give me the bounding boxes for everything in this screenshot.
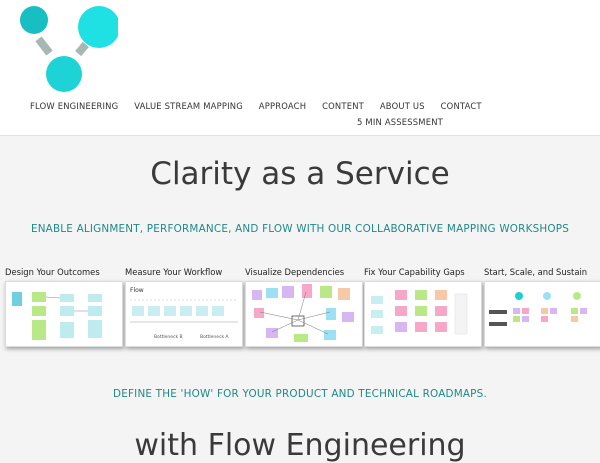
card-label: Measure Your Workflow: [125, 267, 223, 277]
card-thumbnail[interactable]: [245, 281, 363, 347]
site-header: FLOW ENGINEERING VALUE STREAM MAPPING AP…: [0, 0, 600, 136]
nav-item-approach[interactable]: APPROACH: [258, 101, 307, 111]
nav-item-assessment[interactable]: 5 MIN ASSESSMENT: [357, 117, 443, 127]
hero-tagline: ENABLE ALIGNMENT, PERFORMANCE, AND FLOW …: [30, 223, 570, 235]
page-title: Clarity as a Service: [150, 156, 450, 192]
card-label: Start, Scale, and Sustain: [484, 267, 588, 277]
card-thumbnail[interactable]: [5, 281, 123, 347]
card-label: Visualize Dependencies: [245, 267, 345, 277]
card-capability-gaps[interactable]: Fix Your Capability Gaps: [364, 267, 482, 347]
nav-item-about-us[interactable]: ABOUT US: [379, 101, 425, 111]
card-thumbnail[interactable]: Flow Bottleneck B Bottleneck A: [125, 281, 243, 347]
svg-text:Flow: Flow: [130, 287, 144, 294]
card-label: Fix Your Capability Gaps: [364, 267, 465, 277]
nav-item-content[interactable]: CONTENT: [322, 101, 364, 111]
card-visualize-dependencies[interactable]: Visualize Dependencies: [245, 267, 363, 347]
nav-item-flow-engineering[interactable]: FLOW ENGINEERING: [30, 101, 119, 111]
card-measure-workflow[interactable]: Measure Your Workflow Flow Bottleneck B …: [125, 267, 243, 347]
nav-item-contact[interactable]: CONTACT: [440, 101, 482, 111]
section-heading: with Flow Engineering: [134, 428, 466, 463]
section-subtitle: DEFINE THE 'HOW' FOR YOUR PRODUCT AND TE…: [113, 388, 487, 400]
svg-text:Bottleneck A: Bottleneck A: [200, 334, 230, 340]
card-thumbnail[interactable]: [364, 281, 482, 347]
logo-icon[interactable]: [18, 5, 118, 95]
nav-item-value-stream-mapping[interactable]: VALUE STREAM MAPPING: [134, 101, 243, 111]
card-thumbnail[interactable]: [484, 281, 600, 347]
card-design-outcomes[interactable]: Design Your Outcomes: [5, 267, 123, 347]
card-label: Design Your Outcomes: [5, 267, 100, 277]
svg-text:Bottleneck B: Bottleneck B: [154, 334, 183, 340]
card-start-scale-sustain[interactable]: Start, Scale, and Sustain: [484, 267, 600, 347]
